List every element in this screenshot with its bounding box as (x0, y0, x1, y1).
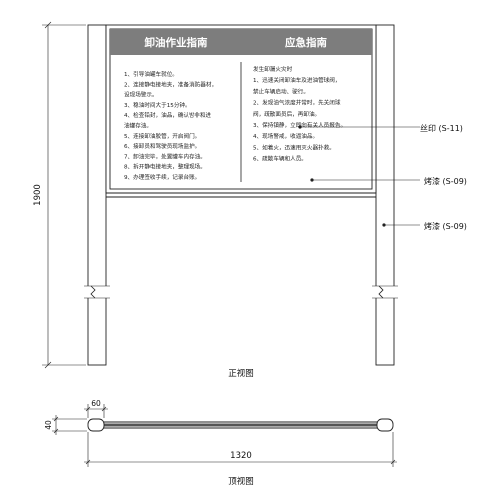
panel-list-item: 4、现场警戒，收逼油品。 (253, 132, 318, 140)
total-width-dimension (84, 432, 397, 467)
panel-list-item: 1、引导油罐车就位。 (124, 70, 178, 78)
panel-list-item: 5、如着火，迅速用灭火器扑救。 (253, 143, 335, 151)
top-view-right-post (376, 418, 394, 432)
left-post (87, 24, 107, 366)
right-post (375, 24, 395, 366)
callout-leaders (298, 125, 420, 227)
panel-list-item: 4、检查铅封，油品，确认밤非和进 (124, 111, 211, 119)
panel-list-item: 9、办理签收手续，记录台账。 (124, 173, 200, 181)
right-panel-title: 应急指南 (285, 36, 327, 49)
top-view-label: 顶视图 (228, 476, 254, 487)
top-depth-value: 40 (44, 420, 53, 430)
front-view (84, 24, 398, 366)
panel-list-item: 5、连接卸油胶管，开启阀门。 (124, 132, 200, 140)
top-width-dimension (84, 404, 108, 418)
left-break-symbol (84, 285, 110, 299)
panel-list-item: 8、拆开静电接地夹，整理现场。 (124, 163, 206, 171)
right-panel-list: 发生卸漏火灾时 1、迅速关闭卸油车及进油管球阀， 禁止车辆启动、驶行。 2、发现油气… (253, 65, 346, 163)
height-dimension (42, 21, 86, 369)
top-view (87, 418, 394, 432)
top-view-bar (103, 423, 378, 427)
panel-list-item: 6、接卸员和驾驶员现场监护。 (124, 142, 200, 150)
panel-list-item: 3、保持镇静，立即向有关人员报告。 (253, 121, 346, 129)
panel-list-item: 3、稳油时间大于15分钟。 (124, 101, 191, 109)
left-panel-list: 1、引导油罐车就位。 2、连接静电接地夹，准备消防器材， 设现场警示。 3、稳油时间… (124, 70, 217, 181)
panel-list-item: 6、疏散车辆和人员。 (253, 155, 307, 163)
callout-paint-2: 烤漆 (S-09) (424, 221, 467, 231)
panel-list-item: 7、卸油完毕，处置罐车内存油。 (124, 152, 206, 160)
total-width-value: 1320 (230, 451, 252, 461)
panel-list-item: 阀，疏散面员后，再卸油。 (253, 110, 320, 118)
panel-list-item: 2、连接静电接地夹，准备消防器材， (124, 80, 217, 88)
panel-list-item: 禁止车辆启动、驶行。 (253, 87, 309, 95)
title-bar (110, 29, 372, 55)
front-view-label: 正视图 (228, 368, 254, 379)
panel-list-item: 发生卸漏火灾时 (253, 65, 293, 73)
panel-list-item: 设现场警示。 (124, 91, 158, 99)
top-view-left-post (87, 418, 105, 432)
panel-list-item: 1、迅速关闭卸油车及进油管球阀， (253, 76, 340, 84)
panel-list-item: 油罐存油。 (124, 122, 152, 130)
callout-paint-1: 烤漆 (S-09) (424, 176, 467, 186)
panel-list-item: 2、发现油气浓度并常时，先关闭球 (253, 99, 341, 107)
top-depth-dimension (52, 415, 87, 435)
right-break-symbol (372, 285, 398, 299)
callout-silkscreen: 丝印 (S-11) (420, 123, 463, 133)
top-width-value: 60 (91, 399, 101, 408)
height-dimension-value: 1900 (33, 184, 43, 206)
left-panel-title: 卸油作业指南 (145, 36, 208, 49)
